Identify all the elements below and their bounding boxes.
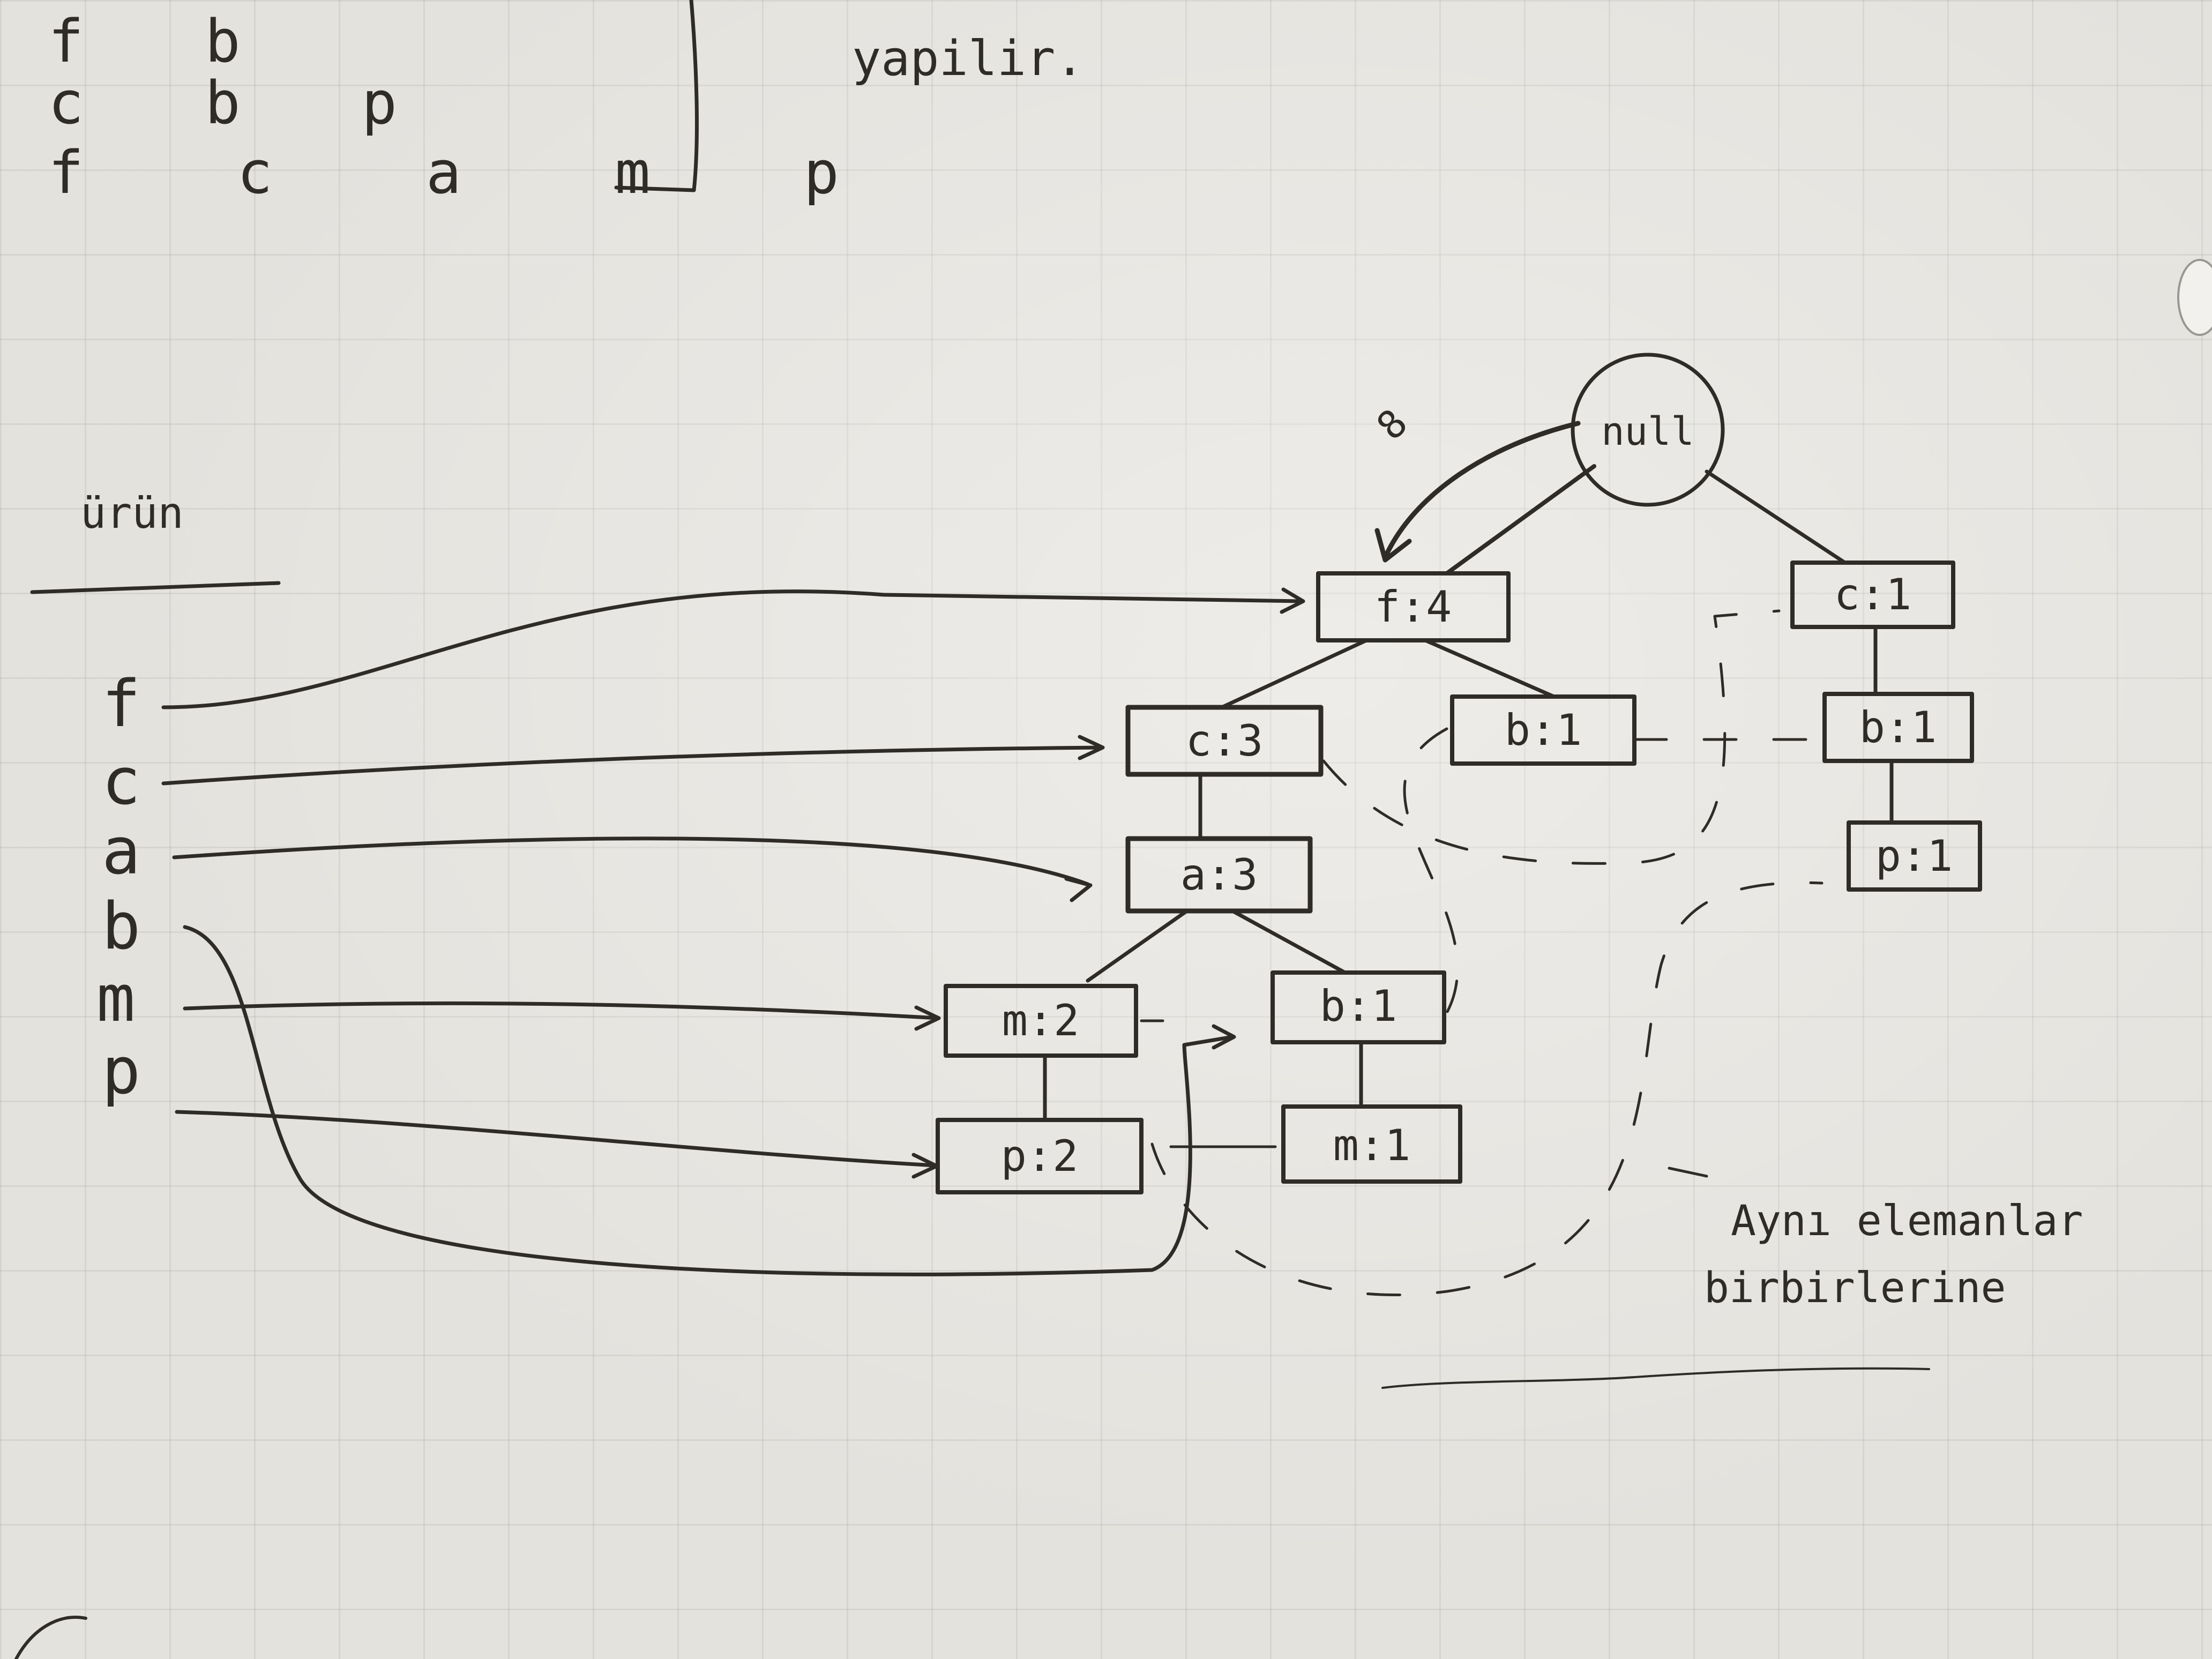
header-item-b: b <box>102 890 140 964</box>
edge-root-f4 <box>1445 464 1596 576</box>
link-f-arrowhead <box>1280 587 1305 614</box>
header-item-f: f <box>102 667 140 742</box>
binder-hole <box>2177 259 2212 336</box>
edge-f4-c3 <box>1220 638 1369 709</box>
node-c1: c:1 <box>1790 561 1955 629</box>
node-label: m:2 <box>1002 996 1080 1045</box>
link-b-arrowhead <box>1212 1024 1236 1050</box>
link-m2-m1-p1 <box>1150 881 1824 1297</box>
header-item-c: c <box>102 745 140 819</box>
row-bracket <box>614 0 699 192</box>
node-links <box>161 587 1305 1276</box>
node-label: b:1 <box>1859 703 1937 752</box>
header-item-a: a <box>102 814 140 889</box>
node-c3: c:3 <box>1125 705 1324 777</box>
node-p1: p:1 <box>1847 820 1982 892</box>
node-m2: m:2 <box>944 984 1138 1058</box>
root-support-arrow <box>1382 421 1581 560</box>
link-a-arrowhead <box>1064 877 1093 902</box>
edge-a3-b1b <box>1230 909 1347 975</box>
node-label: p:1 <box>1875 831 1953 881</box>
top-row-2: c b p <box>48 69 440 137</box>
edge-f4-b1a <box>1423 638 1556 699</box>
node-box <box>1125 705 1324 777</box>
node-f4: f:4 <box>1316 571 1511 642</box>
node-label: f:4 <box>1374 582 1452 632</box>
node-m1: m:1 <box>1281 1104 1462 1184</box>
root-support-arrowhead <box>1374 528 1412 563</box>
header-item-p: p <box>102 1034 140 1109</box>
root-label: null <box>1601 409 1694 454</box>
link-c <box>161 745 1103 786</box>
node-label: b:1 <box>1505 705 1582 755</box>
node-b1-c: b:1 <box>1822 692 1974 763</box>
link-m <box>183 1001 940 1020</box>
link-c-arrowhead <box>1078 735 1105 760</box>
node-box <box>1316 571 1511 642</box>
node-box <box>1271 970 1446 1044</box>
note-line-1: Aynı elemanlar <box>1731 1197 2083 1245</box>
node-label: m:1 <box>1333 1120 1411 1170</box>
margin-scribble <box>14 1616 87 1659</box>
node-a3: a:3 <box>1125 836 1313 914</box>
node-b1-a: b:1 <box>1450 694 1636 766</box>
node-label: a:3 <box>1180 850 1258 900</box>
link-f <box>161 589 1304 709</box>
edge-a3-m2 <box>1086 909 1189 983</box>
node-label: p:2 <box>1001 1131 1079 1181</box>
node-label: c:3 <box>1186 716 1264 766</box>
link-b <box>183 925 1235 1276</box>
note-line-2: birbirlerine <box>1704 1264 2006 1312</box>
link-a <box>172 836 1090 886</box>
node-box <box>1450 694 1636 766</box>
node-p2: p:2 <box>936 1118 1144 1194</box>
tree-root: null 8 <box>1368 353 1725 563</box>
tree-edges <box>1043 464 1894 1122</box>
node-box <box>1281 1104 1462 1184</box>
node-box <box>944 984 1138 1058</box>
note-scribble <box>1381 1367 1930 1389</box>
node-box <box>1847 820 1982 892</box>
note-pointer <box>1668 1167 1708 1178</box>
link-p <box>175 1110 937 1168</box>
node-label: c:1 <box>1834 570 1912 619</box>
node-box <box>1822 692 1974 763</box>
node-box <box>1125 836 1313 914</box>
yapilir-text: yapilir. <box>852 31 1084 87</box>
edge-label: 8 <box>1368 400 1416 449</box>
top-row-1: f b <box>48 7 283 76</box>
same-item-links <box>1140 609 1824 1297</box>
header-item-m: m <box>96 962 135 1036</box>
node-box <box>1790 561 1955 629</box>
root-circle <box>1571 353 1725 507</box>
node-b1-b: b:1 <box>1271 970 1446 1044</box>
edge-root-c1 <box>1705 469 1845 564</box>
top-row-3: f c a m p <box>48 138 898 207</box>
link-m-arrowhead <box>914 1005 941 1031</box>
link-c3-c1 <box>1322 609 1781 865</box>
node-label: b:1 <box>1320 981 1398 1031</box>
node-box <box>936 1118 1144 1194</box>
header-label: ürün <box>80 488 184 538</box>
link-b1a-b1b <box>1403 727 1459 1014</box>
header-underline <box>30 581 281 594</box>
